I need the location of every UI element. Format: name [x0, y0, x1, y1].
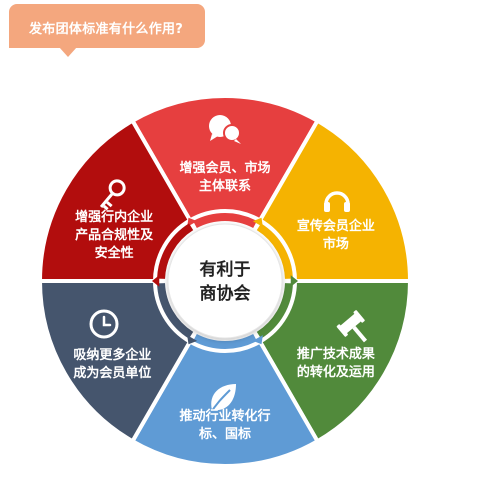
gavel-icon: [336, 310, 368, 343]
ring-arc-3: [256, 282, 293, 339]
segment-1-label-line-2: 主体联系: [199, 178, 251, 194]
segment-2-label-line-1: 宣传会员企业: [297, 218, 375, 234]
ring-arc-4: [193, 333, 257, 349]
segment-labels: 增强会员、市场主体联系宣传会员企业市场推广技术成果的转化及运用推动行业转化行标、…: [73, 160, 374, 442]
center-disc: [168, 224, 282, 338]
segment-6-label-line-1: 增强行内企业: [75, 209, 153, 225]
segment-6-label-line-2: 产品合规性及: [75, 227, 154, 243]
clock-icon: [89, 309, 119, 339]
center-label-line2: 商协会: [200, 283, 251, 304]
ring-pointer-5: [187, 335, 198, 345]
ring-arc-5: [157, 282, 194, 339]
ring-pointer-6: [152, 275, 160, 287]
center-ring-arcs: [152, 213, 298, 349]
chat-bubbles-icon: [209, 115, 241, 144]
segment-2-label-line-2: 市场: [323, 236, 349, 252]
center-ring: 有利于 商协会: [152, 210, 298, 352]
headphones-icon: [324, 191, 350, 212]
ring-arc-6: [157, 223, 194, 280]
ring-arc-1: [193, 213, 257, 229]
segment-5-label-line-2: 成为会员单位: [73, 365, 151, 381]
segment-3-label-line-1: 推广技术成果: [297, 346, 375, 362]
diagram-title: 发布团体标准有什么作用?: [29, 22, 184, 37]
leaf-icon: [209, 384, 236, 415]
title-badge: 发布团体标准有什么作用?: [9, 4, 205, 57]
center-disc-border: [167, 223, 283, 339]
segment-3-label-line-2: 的转化及运用: [297, 364, 375, 380]
ring-pointer-4: [252, 335, 263, 345]
segment-4-label-line-2: 标、国标: [198, 426, 251, 442]
segment-6-label-line-3: 安全性: [95, 245, 134, 261]
ring-pointer-3: [290, 275, 298, 287]
segment-4-label-line-1: 推动行业转化行: [179, 408, 270, 424]
segment-5-label-line-1: 吸纳更多企业: [73, 347, 151, 363]
ring-pointer-2: [252, 217, 263, 227]
center-label-line1: 有利于: [200, 259, 251, 280]
key-icon: [99, 179, 126, 211]
ring-arc-2: [256, 223, 293, 280]
segment-1-label-line-1: 增强会员、市场: [179, 160, 270, 176]
